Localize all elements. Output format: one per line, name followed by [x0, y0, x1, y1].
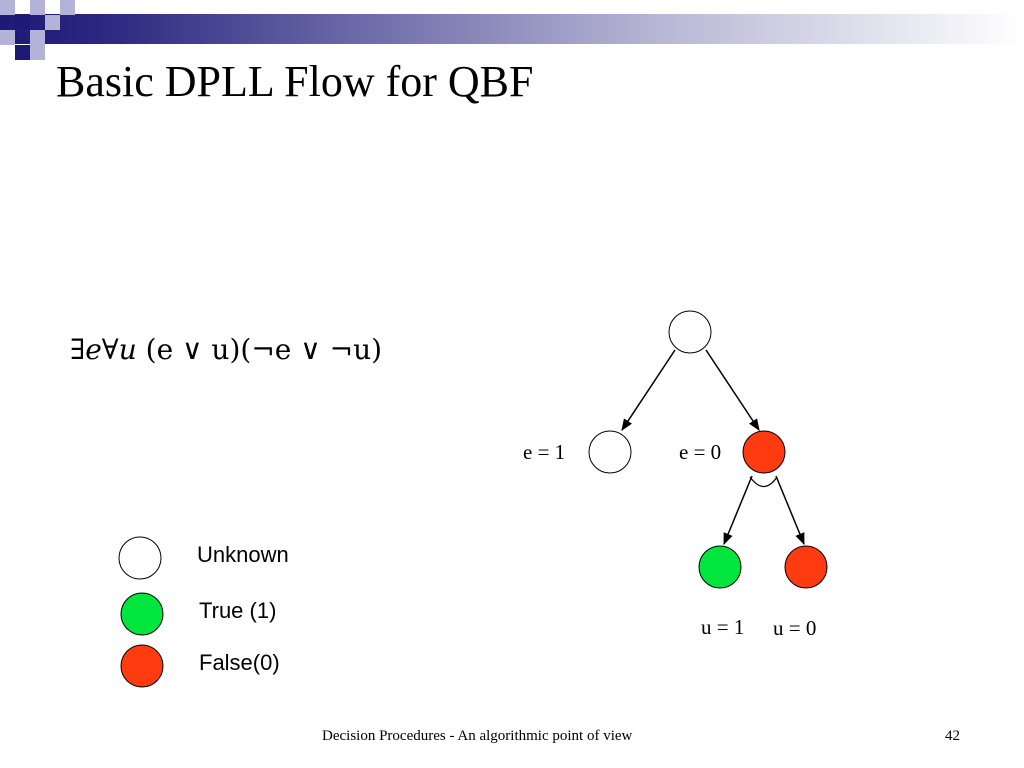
decor-square [0, 0, 15, 15]
decor-square [45, 15, 60, 30]
label-u1: u = 1 [701, 615, 745, 639]
label-e0: e = 0 [679, 440, 722, 464]
edge-root-e0 [705, 349, 760, 432]
legend-true-label: True (1) [199, 598, 277, 623]
decor-square [15, 15, 30, 30]
title-bar [0, 14, 1024, 44]
formula-clause-2: (¬e ∨ ¬u) [240, 333, 383, 366]
label-e1: e = 1 [523, 440, 566, 464]
decor-square [15, 45, 30, 60]
legend-unknown-label: Unknown [197, 542, 289, 567]
page-title: Basic DPLL Flow for QBF [56, 57, 534, 106]
root-node [668, 310, 712, 354]
node-u0 [784, 545, 828, 589]
formula-var-u: u [118, 333, 137, 366]
qbf-formula: ∃e∀u (e ∨ u)(¬e ∨ ¬u) [70, 333, 382, 366]
node-e1 [588, 430, 632, 474]
forall-arc [749, 476, 778, 488]
decor-square [30, 45, 45, 60]
edge-e0-u1 [723, 475, 753, 546]
node-u1 [698, 545, 742, 589]
legend-false-circle [120, 644, 164, 688]
decor-square [60, 0, 75, 15]
legend-false-label: False(0) [199, 650, 280, 675]
decor-square [30, 0, 45, 15]
footer-text: Decision Procedures - An algorithmic poi… [322, 728, 633, 744]
formula-clause-1: (e ∨ u) [145, 333, 241, 366]
page-number: 42 [945, 728, 960, 744]
legend-unknown-circle [118, 536, 162, 580]
formula-var-e: e [85, 333, 102, 366]
decor-square [30, 30, 45, 45]
node-e0 [742, 430, 786, 474]
edge-e0-u0 [775, 475, 805, 546]
decor-square [0, 30, 15, 45]
legend-true-circle [120, 592, 164, 636]
edge-root-e1 [621, 349, 676, 432]
label-u0: u = 0 [773, 616, 817, 640]
forall-symbol: ∀ [101, 333, 119, 366]
exists-symbol: ∃ [70, 333, 86, 366]
